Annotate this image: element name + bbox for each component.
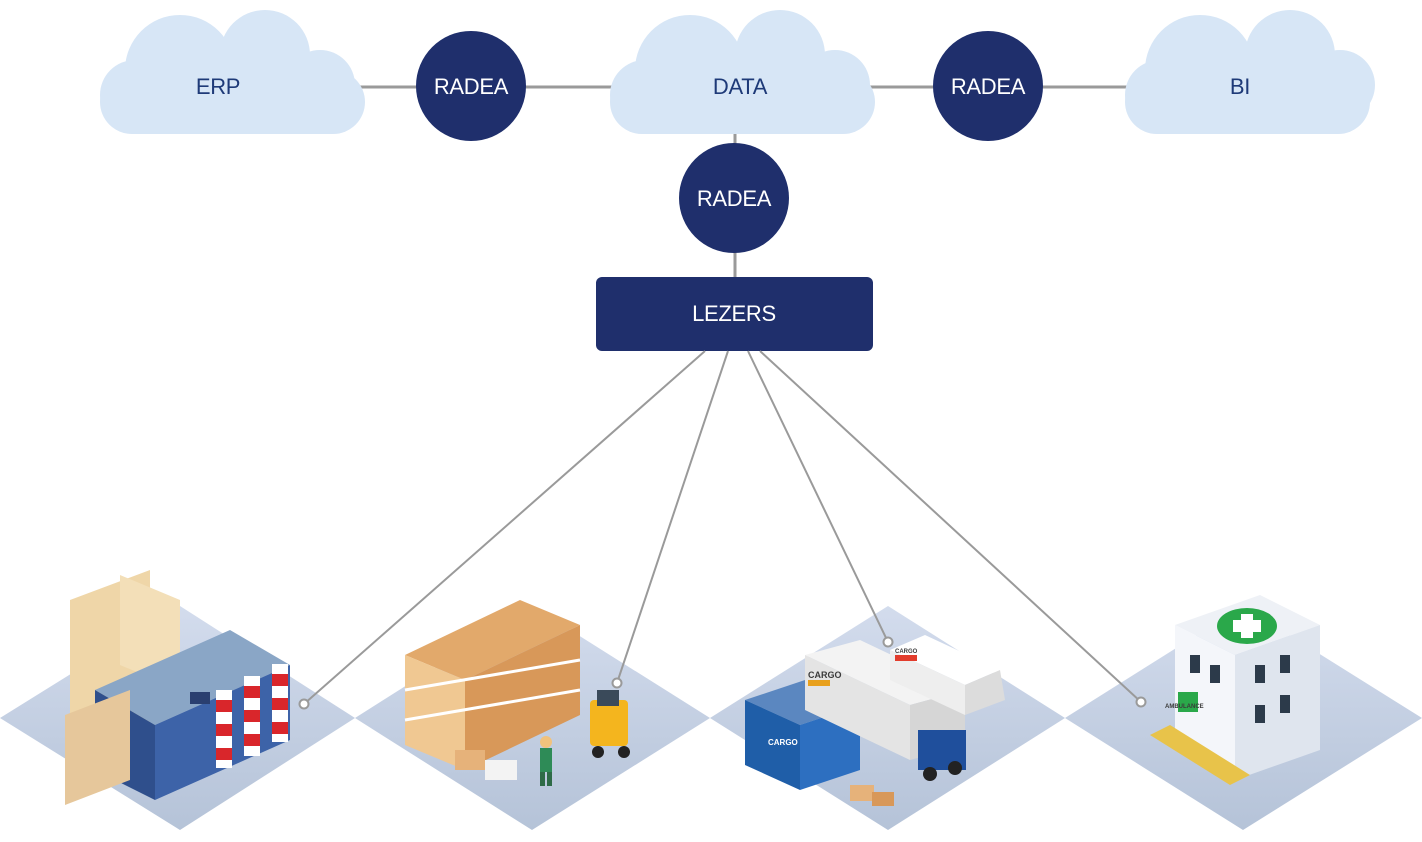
radea-left-label: RADEA <box>433 74 509 99</box>
bi-cloud <box>1125 10 1375 134</box>
radea-bottom-label: RADEA <box>696 186 772 211</box>
data-label: DATA <box>712 74 768 99</box>
ambulance-sign-label: AMBULANCE <box>1165 704 1204 710</box>
factory-illustration <box>65 570 290 805</box>
van-cargo-label: CARGO <box>895 649 918 655</box>
truck-cargo-label: CARGO <box>808 670 842 680</box>
readers-box <box>596 277 873 351</box>
bi-label: BI <box>1229 74 1251 99</box>
forklift <box>590 690 630 758</box>
erp-cloud <box>100 10 365 134</box>
readers-label: LEZERS <box>692 301 776 326</box>
radea-node-left <box>416 31 526 141</box>
chimney-2 <box>244 676 260 756</box>
radea-node-right <box>933 31 1043 141</box>
ambulance-cross-icon <box>1178 692 1198 712</box>
logistics-illustration <box>745 635 1005 806</box>
radea-right-label: RADEA <box>950 74 1026 99</box>
chimney-1 <box>216 690 232 768</box>
hospital-illustration <box>1150 595 1320 785</box>
data-cloud <box>610 10 875 134</box>
erp-label: ERP <box>195 74 241 99</box>
radea-node-bottom <box>679 143 789 253</box>
chimney-3 <box>272 664 288 742</box>
van <box>890 635 1005 715</box>
container-cargo-label: CARGO <box>768 738 798 747</box>
worker <box>540 736 552 786</box>
warehouse-illustration <box>404 600 630 786</box>
reader-connectors <box>298 350 1147 710</box>
